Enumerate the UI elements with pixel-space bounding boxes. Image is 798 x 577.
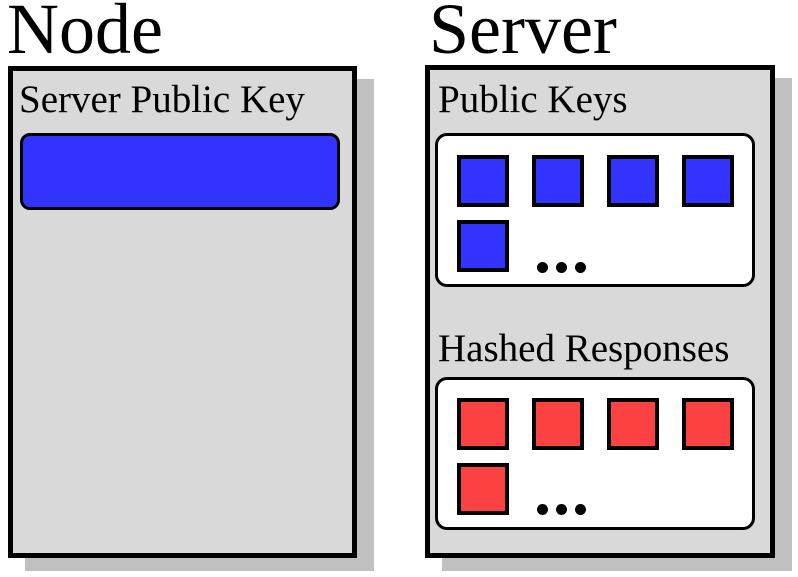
server-public-key-bar (20, 133, 340, 210)
public-key-square (607, 155, 659, 207)
hashed-response-square (682, 398, 734, 450)
server-public-key-label: Server Public Key (19, 78, 305, 121)
hashed-response-square (532, 398, 584, 450)
ellipsis-dot (556, 504, 567, 515)
public-keys-container (435, 133, 755, 287)
ellipsis-dots (537, 262, 586, 273)
ellipsis-dot (575, 262, 586, 273)
public-keys-label: Public Keys (438, 78, 628, 121)
node-panel: Server Public Key (8, 66, 357, 558)
ellipsis-dots (537, 504, 586, 515)
ellipsis-dot (537, 262, 548, 273)
hashed-responses-label: Hashed Responses (438, 327, 730, 370)
hashed-response-square (607, 398, 659, 450)
hashed-response-square (457, 463, 509, 515)
hashed-response-square (457, 398, 509, 450)
public-key-square (457, 155, 509, 207)
server-panel-title: Server (429, 0, 617, 69)
public-key-square (682, 155, 734, 207)
ellipsis-dot (537, 504, 548, 515)
node-panel-title: Node (7, 0, 163, 69)
ellipsis-dot (556, 262, 567, 273)
hashed-responses-container (435, 377, 755, 530)
public-key-square (532, 155, 584, 207)
ellipsis-dot (575, 504, 586, 515)
server-panel: Public Keys Hashed Responses (425, 65, 775, 558)
public-key-square (457, 220, 509, 272)
